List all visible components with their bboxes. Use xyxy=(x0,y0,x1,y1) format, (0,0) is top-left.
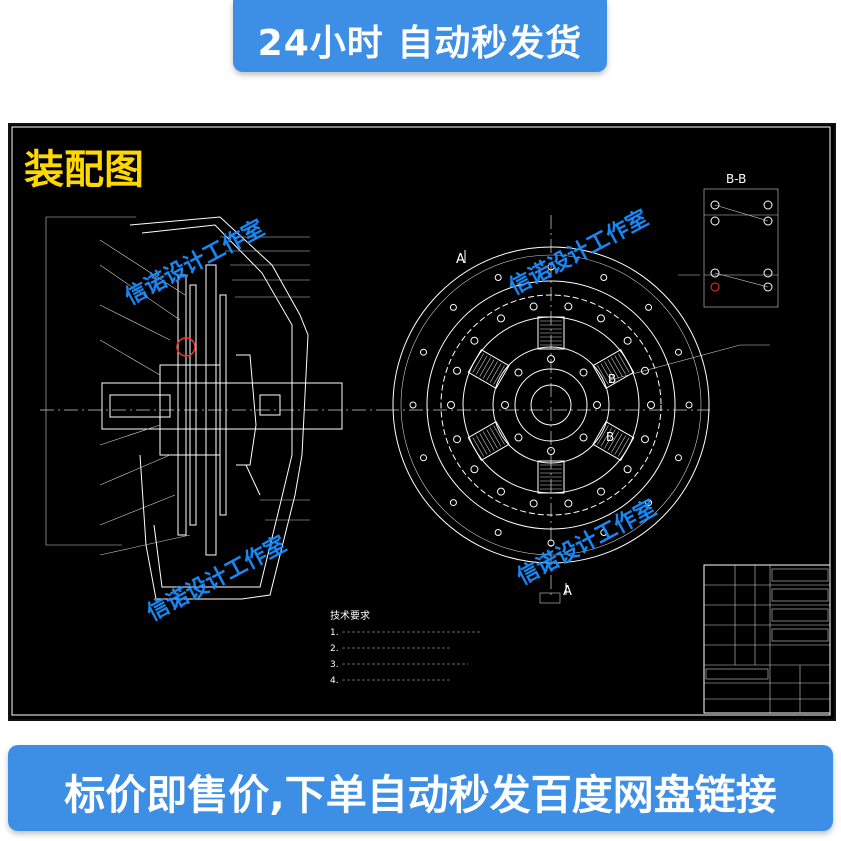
bolt-hole xyxy=(514,368,523,377)
bolt-hole xyxy=(420,348,428,356)
top-banner-text: 24小时 自动秒发货 xyxy=(257,23,583,64)
spring-window xyxy=(537,316,565,350)
tech-req-item-2: 2. xyxy=(330,644,339,654)
section-mark-a-top: A xyxy=(456,252,465,267)
bolt-hole xyxy=(597,487,605,496)
cad-drawing-canvas: 装配图 xyxy=(11,126,831,716)
bolt-hole xyxy=(579,433,588,442)
bolt-hole xyxy=(547,447,555,455)
bolt-hole xyxy=(529,499,538,508)
bolt-hole xyxy=(640,366,649,375)
bolt-hole xyxy=(470,336,479,345)
bolt-hole xyxy=(623,465,632,474)
bolt-hole xyxy=(674,454,682,462)
section-mark-b-top: B xyxy=(608,372,616,386)
cross-section-view xyxy=(40,216,390,600)
watermark-4: 信诺设计工作室 xyxy=(143,531,291,626)
front-view: A A B B xyxy=(385,215,710,604)
tech-req-item-3: 3. xyxy=(330,660,339,670)
bolt-hole xyxy=(579,368,588,377)
bolt-hole xyxy=(600,528,608,536)
bolt-hole xyxy=(564,302,573,311)
bolt-hole xyxy=(647,401,655,409)
bolt-hole xyxy=(623,336,632,345)
tech-requirements-heading: 技术要求 xyxy=(330,609,370,622)
watermark-1: 信诺设计工作室 xyxy=(121,215,269,310)
watermarks: 信诺设计工作室 信诺设计工作室 信诺设计工作室 信诺设计工作室 xyxy=(121,205,661,626)
spring-window xyxy=(592,349,635,389)
bolt-hole xyxy=(645,499,653,507)
bolt-hole xyxy=(685,401,693,409)
bolt-hole xyxy=(449,303,457,311)
bolt-hole xyxy=(547,539,555,547)
bolt-hole xyxy=(497,487,505,496)
bolt-hole xyxy=(597,314,605,323)
bottom-banner-text: 标价即售价,下单自动秒发百度网盘链接 xyxy=(64,771,777,819)
section-mark-a-bottom: A xyxy=(563,584,572,599)
bolt-hole xyxy=(449,499,457,507)
title-block xyxy=(703,564,831,714)
section-mark-b-bottom: B xyxy=(606,430,614,444)
bolt-hole xyxy=(564,499,573,508)
watermark-2: 信诺设计工作室 xyxy=(505,205,653,300)
bolt-hole xyxy=(529,302,538,311)
bolt-hole xyxy=(447,401,455,409)
bolt-hole xyxy=(409,401,417,409)
cad-drawing: 装配图 xyxy=(8,123,836,721)
tech-req-item-4: 4. xyxy=(330,676,339,686)
bolt-hole xyxy=(640,435,649,444)
bolt-hole xyxy=(453,366,462,375)
bolt-hole xyxy=(497,314,505,323)
bolt-hole xyxy=(674,348,682,356)
bolt-hole xyxy=(494,274,502,282)
bolt-hole xyxy=(600,274,608,282)
bolt-hole xyxy=(420,454,428,462)
bolt-hole xyxy=(494,528,502,536)
spring-window xyxy=(467,349,510,389)
section-b-b-label: B-B xyxy=(726,172,746,186)
bolt-hole xyxy=(453,435,462,444)
bolt-hole xyxy=(501,401,509,409)
spring-window xyxy=(537,460,565,494)
top-banner: 24小时 自动秒发货 xyxy=(233,0,607,72)
section-b-b-view: B-B xyxy=(609,172,779,381)
bottom-banner: 标价即售价,下单自动秒发百度网盘链接 xyxy=(8,745,833,831)
tech-req-item-1: 1. xyxy=(330,628,339,638)
tech-requirements: 技术要求 1. 2. 3. 4. xyxy=(330,609,480,686)
spring-window xyxy=(467,421,510,461)
bolt-hole xyxy=(547,263,555,271)
bolt-hole xyxy=(593,401,601,409)
bolt-hole xyxy=(470,465,479,474)
drawing-title: 装配图 xyxy=(24,146,144,193)
spring-window xyxy=(592,421,635,461)
bolt-hole xyxy=(645,303,653,311)
bolt-hole xyxy=(514,433,523,442)
bolt-hole xyxy=(547,355,555,363)
drawing-border xyxy=(11,126,831,716)
